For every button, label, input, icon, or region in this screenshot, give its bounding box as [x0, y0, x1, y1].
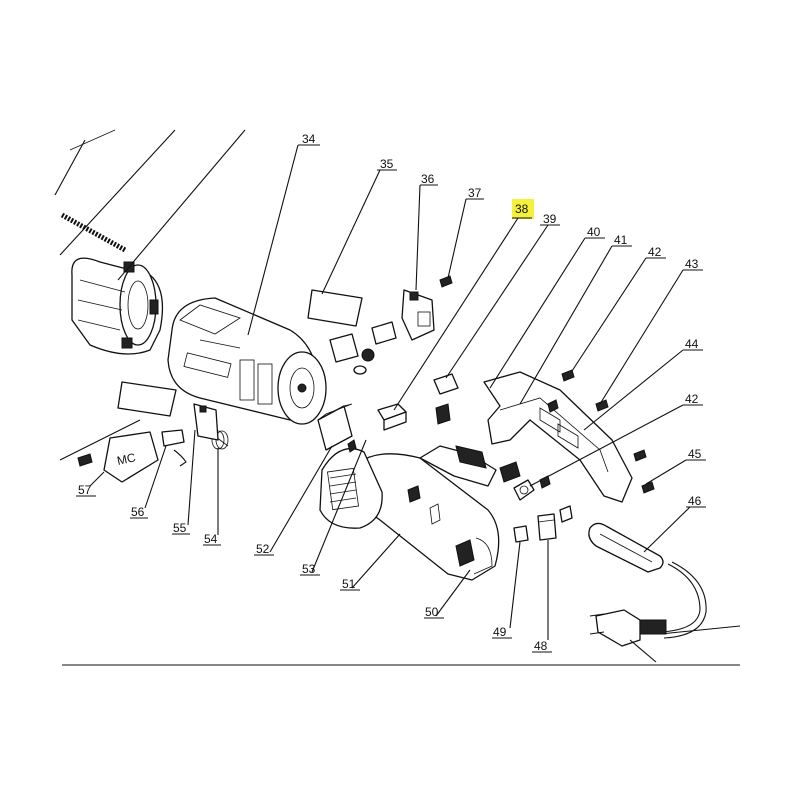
bracket-part — [329, 333, 375, 375]
callout-35: 35 — [380, 157, 394, 171]
part-49 — [513, 525, 529, 543]
brush-holder-part — [371, 289, 435, 345]
gear-housing-part — [359, 445, 500, 581]
callout-50: 50 — [425, 605, 439, 619]
callout-48: 48 — [534, 639, 548, 653]
callout-39: 39 — [543, 212, 557, 226]
screw-37-part — [439, 275, 453, 288]
cap-48-part — [537, 513, 557, 541]
screws-45-part — [539, 449, 655, 494]
spring-part — [60, 129, 127, 253]
callout-49: 49 — [493, 625, 507, 639]
rear-housing-part — [483, 371, 633, 503]
callout-53: 53 — [302, 562, 316, 576]
brush-holder-55-part — [193, 403, 219, 441]
callout-57: 57 — [78, 483, 92, 497]
callout-labels: 34 35 36 37 38 39 40 41 42 43 44 42 45 4… — [78, 132, 702, 653]
callout-36: 36 — [421, 172, 435, 186]
motor-housing-part — [167, 297, 327, 425]
stator-part — [71, 257, 164, 355]
callout-45: 45 — [688, 447, 702, 461]
cable-strain-relief-part — [559, 505, 741, 647]
callout-54: 54 — [204, 532, 218, 546]
callout-highlight — [512, 199, 534, 219]
callout-34: 34 — [302, 132, 316, 146]
callout-52: 52 — [256, 542, 270, 556]
callout-42-second: 42 — [685, 392, 699, 406]
callout-41: 41 — [614, 233, 628, 247]
callout-44: 44 — [685, 337, 699, 351]
block-38-part — [377, 403, 407, 431]
callout-46: 46 — [688, 494, 702, 508]
part-39 — [433, 373, 459, 425]
screws-43-part — [547, 369, 609, 413]
front-housing-part — [319, 439, 383, 529]
callout-43: 43 — [685, 257, 699, 271]
callout-37: 37 — [468, 186, 482, 200]
callout-55: 55 — [173, 521, 187, 535]
brush-52-part — [317, 403, 353, 451]
callout-51: 51 — [342, 577, 356, 591]
callout-42: 42 — [648, 245, 662, 259]
callout-40: 40 — [587, 225, 601, 239]
callout-56: 56 — [131, 505, 145, 519]
switch-lever-part — [499, 461, 535, 501]
label-plate-part — [307, 289, 363, 327]
svg-text:MC: MC — [116, 450, 137, 468]
part-56 — [161, 429, 187, 467]
label-plate-57-part: MC — [77, 381, 177, 483]
callout-38: 38 — [515, 202, 529, 216]
